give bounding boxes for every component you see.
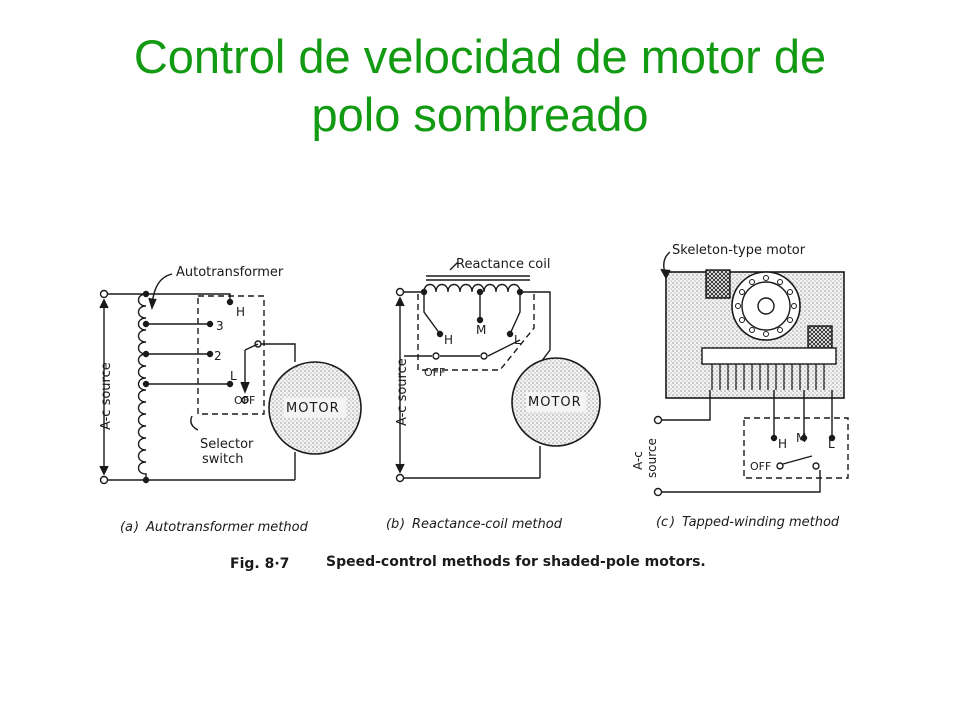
speed-control-figure: Autotransformer A-c source H 3 2 L OFF M…: [80, 230, 900, 605]
panel-a-labels: Autotransformer A-c source H 3 2 L OFF M…: [99, 265, 340, 535]
a-caption-open: (: [120, 520, 126, 535]
a-selector-label-1: Selector: [200, 437, 254, 452]
panel-b-labels: Reactance coil A-c source H M L OFF MOTO…: [386, 257, 582, 532]
panel-a-autotransformer: [99, 273, 362, 485]
a-terminal-top: [99, 289, 109, 299]
c-caption: Tapped-winding method: [682, 515, 840, 530]
c-caption-close: ): [669, 515, 675, 530]
a-terminal-bottom: [99, 475, 109, 485]
panel-c-labels: Skeleton-type motor A-c source H M L OFF…: [631, 243, 840, 530]
panel-c-tapped-winding: [653, 251, 849, 497]
title-line-1: Control de velocidad de motor de: [133, 30, 827, 83]
c-caption-open: (: [656, 515, 662, 530]
a-tap-2: 2: [214, 349, 222, 363]
b-caption: Reactance-coil method: [412, 517, 563, 532]
c-source-label-2: source: [645, 438, 659, 478]
b-caption-close: ): [399, 517, 405, 532]
b-motor-label: MOTOR: [528, 395, 582, 410]
c-tap-m: M: [796, 431, 806, 445]
title-line-2: polo sombreado: [311, 88, 649, 141]
c-caption-letter: c: [661, 515, 668, 530]
b-caption-open: (: [386, 517, 392, 532]
a-caption: Autotransformer method: [145, 520, 309, 535]
a-off-label: OFF: [234, 394, 255, 407]
figure-caption: Fig. 8·7 Speed-control methods for shade…: [230, 554, 706, 572]
a-autotransformer-label: Autotransformer: [176, 265, 284, 280]
c-tap-l: L: [828, 437, 835, 451]
c-source-label-1: A-c: [631, 451, 645, 470]
a-source-label: A-c source: [99, 362, 114, 430]
a-tap-h: H: [236, 305, 245, 319]
a-tap-l: L: [230, 369, 237, 383]
slide-title: Control de velocidad de motor de polo so…: [40, 28, 920, 144]
a-motor-label: MOTOR: [286, 401, 340, 416]
b-tap-m: M: [476, 323, 486, 337]
b-reactance-label: Reactance coil: [456, 257, 550, 272]
figure-caption-text: Speed-control methods for shaded-pole mo…: [326, 554, 706, 570]
figure-svg: Autotransformer A-c source H 3 2 L OFF M…: [99, 243, 849, 572]
b-source-label: A-c source: [395, 358, 410, 426]
c-off-label: OFF: [750, 460, 771, 473]
figure-number: Fig. 8·7: [230, 556, 289, 572]
a-caption-letter: a: [125, 520, 133, 535]
b-tap-h: H: [444, 333, 453, 347]
a-caption-close: ): [133, 520, 139, 535]
b-off-label: OFF: [424, 366, 445, 379]
panel-b-reactance-coil: [395, 262, 601, 483]
b-caption-letter: b: [391, 517, 399, 532]
b-tap-l: L: [514, 333, 521, 347]
c-skeleton-label: Skeleton-type motor: [672, 243, 806, 258]
a-selector-label-2: switch: [202, 452, 244, 467]
c-tap-h: H: [778, 437, 787, 451]
a-tap-3: 3: [216, 319, 224, 333]
